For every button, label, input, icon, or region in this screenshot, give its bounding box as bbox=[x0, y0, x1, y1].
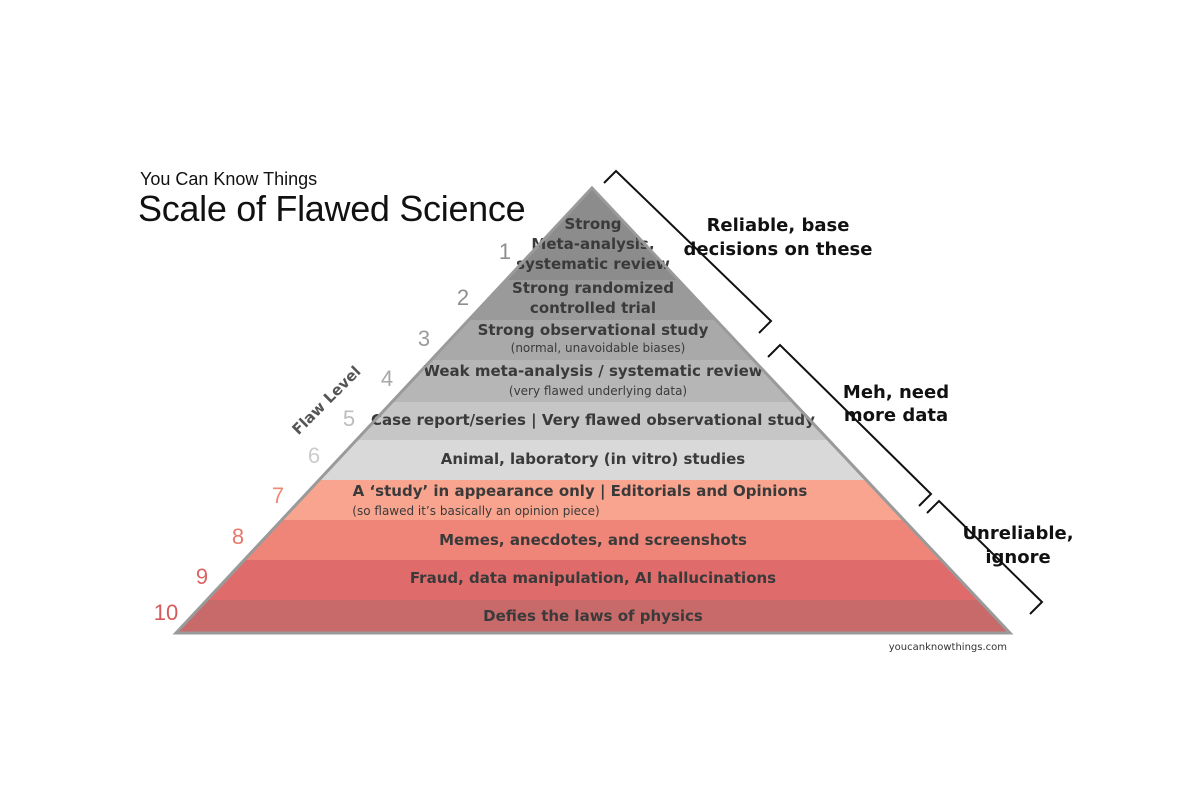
page-title: Scale of Flawed Science bbox=[138, 188, 526, 229]
level-10-label: Defies the laws of physics bbox=[483, 607, 703, 625]
flaw-level-number-10: 10 bbox=[154, 600, 178, 625]
pyramid-band-level-10 bbox=[176, 600, 1010, 633]
flaw-level-number-5: 5 bbox=[343, 406, 355, 431]
group-bracket-3 bbox=[926, 499, 1044, 615]
group-label-1: decisions on these bbox=[684, 239, 873, 260]
pyramid-band-level-8 bbox=[244, 520, 942, 560]
level-1-label: Meta-analysis, bbox=[531, 235, 654, 253]
level-3-note: (normal, unavoidable biases) bbox=[511, 341, 686, 355]
pyramid-band-level-3 bbox=[431, 320, 754, 360]
pyramid-band-level-1 bbox=[505, 188, 679, 280]
level-4-label: Weak meta-analysis / systematic review bbox=[423, 362, 762, 380]
group-label-1: Reliable, base bbox=[707, 215, 850, 236]
level-4-note: (very flawed underlying data) bbox=[509, 384, 687, 398]
flaw-level-number-9: 9 bbox=[196, 564, 208, 589]
flaw-level-number-3: 3 bbox=[418, 326, 430, 351]
level-8-label: Memes, anecdotes, and screenshots bbox=[439, 531, 747, 549]
level-7-label: A ‘study’ in appearance only | Editorial… bbox=[353, 482, 808, 501]
pyramid-band-level-4 bbox=[391, 360, 794, 402]
group-bracket-1 bbox=[603, 169, 773, 334]
pyramid-band-level-5 bbox=[356, 402, 829, 440]
flaw-level-number-7: 7 bbox=[272, 483, 284, 508]
level-6-label: Animal, laboratory (in vitro) studies bbox=[441, 450, 746, 468]
group-label-2: more data bbox=[844, 405, 948, 426]
level-9-label: Fraud, data manipulation, AI hallucinati… bbox=[410, 569, 776, 587]
group-label-3: Unreliable, bbox=[962, 523, 1073, 544]
level-5-label: Case report/series | Very flawed observa… bbox=[371, 411, 815, 430]
level-7-note: (so flawed it’s basically an opinion pie… bbox=[352, 504, 599, 518]
pyramid-band-level-9 bbox=[206, 560, 980, 600]
group-bracket-2 bbox=[767, 343, 933, 507]
pyramid-band-level-7 bbox=[281, 480, 904, 520]
group-label-2: Meh, need bbox=[843, 382, 949, 403]
pyramid-band-level-6 bbox=[319, 440, 867, 480]
brand-name: You Can Know Things bbox=[140, 169, 318, 189]
flaw-level-number-4: 4 bbox=[381, 366, 393, 391]
level-1-label: Strong bbox=[564, 215, 621, 233]
flaw-level-number-8: 8 bbox=[232, 524, 244, 549]
pyramid-band-level-2 bbox=[468, 280, 716, 320]
pyramid-outline bbox=[172, 185, 1014, 635]
flaw-level-number-1: 1 bbox=[499, 239, 511, 264]
group-label-3: ignore bbox=[985, 547, 1050, 568]
level-2-label: controlled trial bbox=[530, 299, 656, 317]
credit-text: youcanknowthings.com bbox=[889, 642, 1007, 653]
level-1-label: systematic review bbox=[516, 255, 670, 273]
level-3-label: Strong observational study bbox=[478, 321, 709, 339]
level-2-label: Strong randomized bbox=[512, 279, 674, 297]
flaw-level-number-6: 6 bbox=[308, 443, 320, 468]
flaw-level-number-2: 2 bbox=[457, 285, 469, 310]
